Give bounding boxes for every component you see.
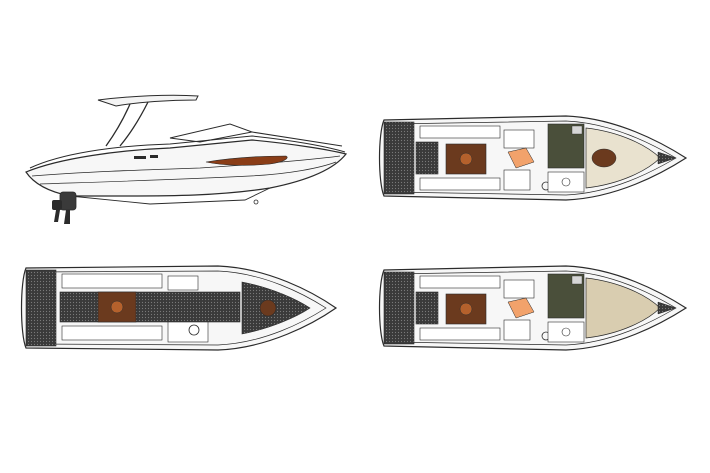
sun-pad-mat: [59, 291, 241, 323]
table-emblem: [110, 300, 124, 314]
cockpit-bench: [61, 325, 163, 341]
head-compartment: [547, 321, 585, 343]
deck-line: [29, 135, 346, 169]
toilet: [561, 177, 571, 187]
table-emblem: [459, 152, 473, 166]
t-top-strut: [105, 103, 131, 147]
cockpit-bench: [419, 177, 501, 191]
hull-window: [150, 155, 158, 158]
helm-console: [167, 321, 209, 343]
cockpit-bench: [419, 125, 501, 139]
side-profile-svg: [25, 94, 348, 224]
t-top-arch: [97, 94, 199, 107]
helm-seat: [167, 275, 199, 291]
helm-console: [503, 129, 535, 149]
plan-cockpit-svg: [20, 265, 338, 351]
head-compartment: [547, 171, 585, 193]
stern-seat-mat: [415, 141, 439, 175]
t-top-strut-rear: [119, 101, 149, 147]
swim-platform-mat: [383, 121, 415, 195]
hull-window: [134, 156, 146, 159]
helm-wheel: [188, 324, 200, 336]
plan-cabin-alt-svg: [378, 265, 688, 351]
outboard-engines-icon: [52, 191, 77, 224]
cushion: [507, 297, 535, 319]
bow-rail: [251, 131, 343, 147]
companionway: [503, 319, 531, 341]
bow-mat: [657, 151, 677, 165]
helm-console: [503, 279, 535, 299]
cockpit-table: [97, 291, 137, 323]
boat-top-plan-cabin-alt-drawing: [376, 262, 688, 354]
keel-bottom: [69, 187, 271, 205]
table-emblem: [459, 302, 473, 316]
cockpit-bench: [61, 273, 163, 289]
deck-hatch: [259, 299, 277, 317]
boat-side-profile-drawing: [20, 88, 355, 228]
sink: [571, 275, 583, 285]
plan-cabin-svg: [378, 115, 688, 201]
sink: [571, 125, 583, 135]
swim-platform-mat: [383, 271, 415, 345]
cushion: [507, 147, 535, 169]
boat-top-plan-cockpit-drawing: [18, 262, 338, 352]
swim-platform-mat: [25, 269, 57, 347]
hull-accent-stripe: [205, 155, 288, 166]
hull-strake: [39, 161, 337, 185]
stern-seat-mat: [415, 291, 439, 325]
companionway: [503, 169, 531, 191]
hull: [25, 139, 348, 197]
bow-mat: [657, 301, 677, 315]
cockpit-bench: [419, 275, 501, 289]
hull-inner-line: [31, 270, 327, 346]
windshield: [169, 123, 254, 143]
cabin-table: [591, 148, 617, 168]
boat-top-plan-cabin-drawing: [376, 112, 688, 204]
toilet: [561, 327, 571, 337]
hull-chine: [31, 155, 341, 177]
porthole: [253, 199, 259, 205]
cockpit-bench: [419, 327, 501, 341]
